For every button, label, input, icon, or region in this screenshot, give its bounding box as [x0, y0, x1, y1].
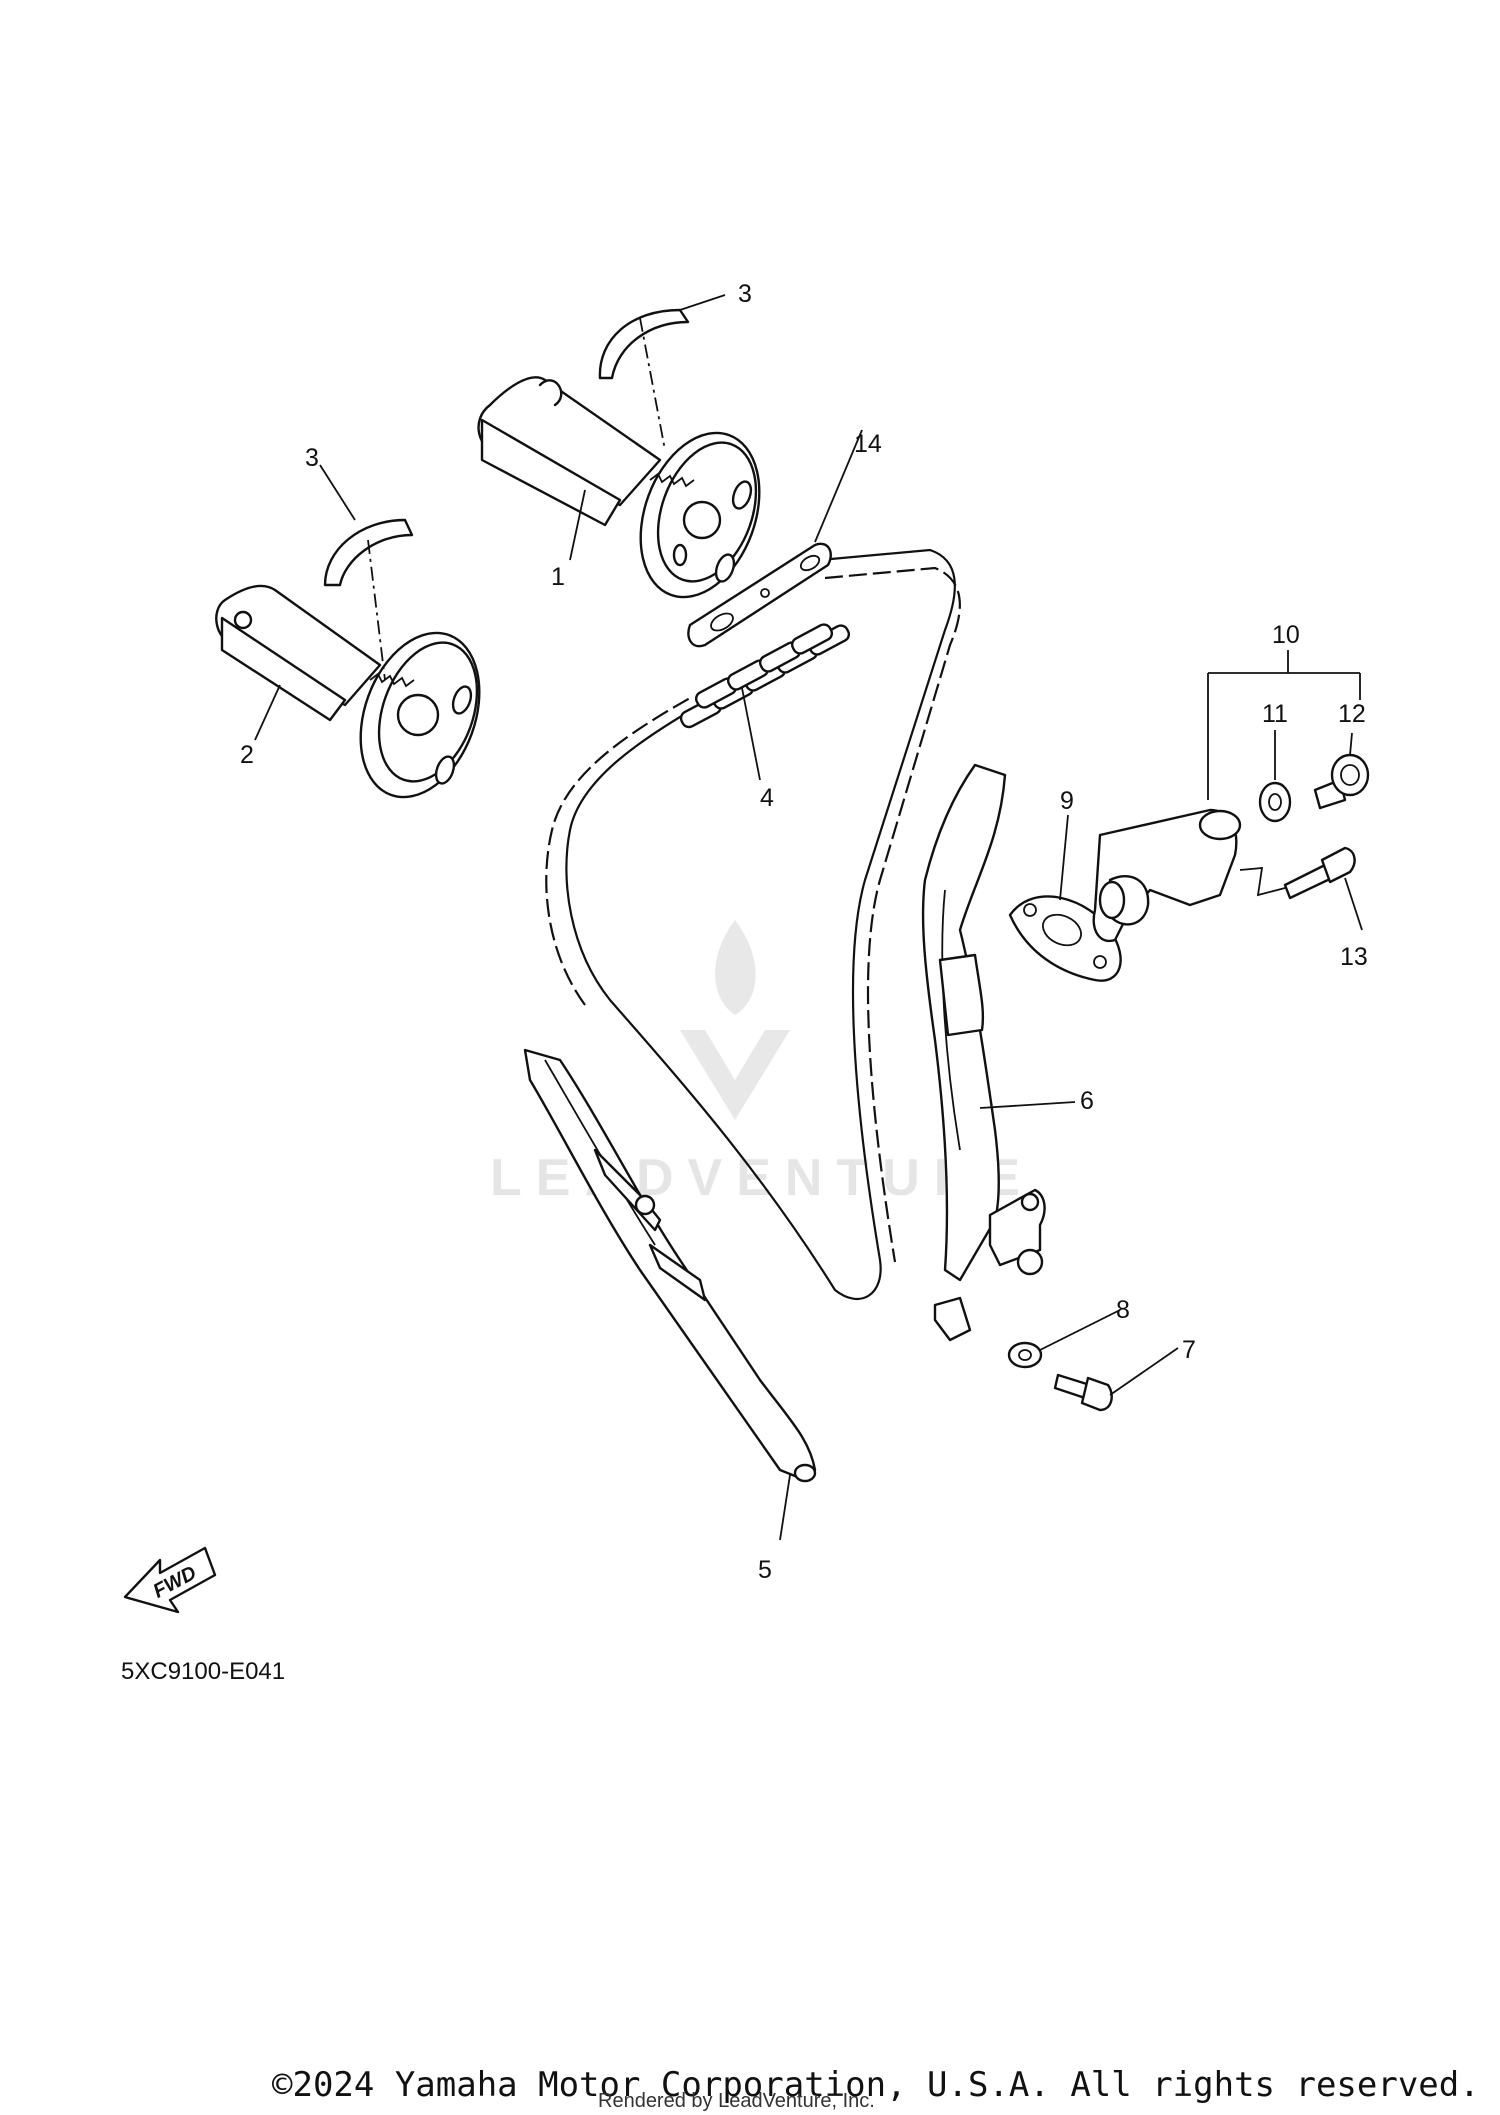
cap-gasket — [1258, 781, 1292, 823]
callout-6: 6 — [1080, 1087, 1094, 1115]
callout-12: 12 — [1338, 700, 1366, 728]
rendered-by-text: Rendered by LeadVenture, Inc. — [598, 2090, 875, 2112]
callout-9: 9 — [1060, 787, 1074, 815]
upper-chain-guide — [687, 542, 832, 648]
callout-3-upper: 3 — [738, 280, 752, 308]
callout-7: 7 — [1182, 1336, 1196, 1364]
callouts: 3 3 1 2 4 14 10 11 12 9 13 6 8 7 5 — [240, 280, 1368, 1584]
washer — [1007, 1341, 1043, 1369]
bolt-7 — [1053, 1373, 1113, 1412]
copyright-text: ©2024 Yamaha Motor Corporation, U.S.A. A… — [272, 2065, 1480, 2105]
callout-8: 8 — [1116, 1296, 1130, 1324]
clip-lower — [323, 518, 414, 587]
intake-camshaft — [477, 376, 761, 599]
cam-chain — [545, 548, 961, 1301]
fwd-arrow-icon: FWD — [123, 1546, 217, 1614]
chain-guide — [523, 1048, 817, 1483]
callout-11: 11 — [1262, 700, 1288, 728]
diagram-code: 5XC9100-E041 — [121, 1658, 286, 1685]
callout-13: 13 — [1340, 943, 1368, 971]
tensioner-body — [1092, 808, 1242, 943]
bolt-13 — [1283, 846, 1356, 900]
callout-4: 4 — [760, 784, 774, 812]
callout-14: 14 — [854, 430, 882, 458]
callout-5: 5 — [758, 1556, 772, 1584]
callout-3-lower: 3 — [305, 444, 319, 472]
chain-links — [679, 623, 851, 729]
callout-2: 2 — [240, 741, 254, 769]
tensioner-guide — [921, 763, 1046, 1342]
callout-10: 10 — [1272, 621, 1300, 649]
exhaust-camshaft — [215, 584, 481, 799]
clip-upper — [598, 308, 690, 380]
leader-lines — [254, 294, 1363, 1541]
callout-1: 1 — [551, 563, 565, 591]
cap-bolt — [1313, 753, 1370, 810]
